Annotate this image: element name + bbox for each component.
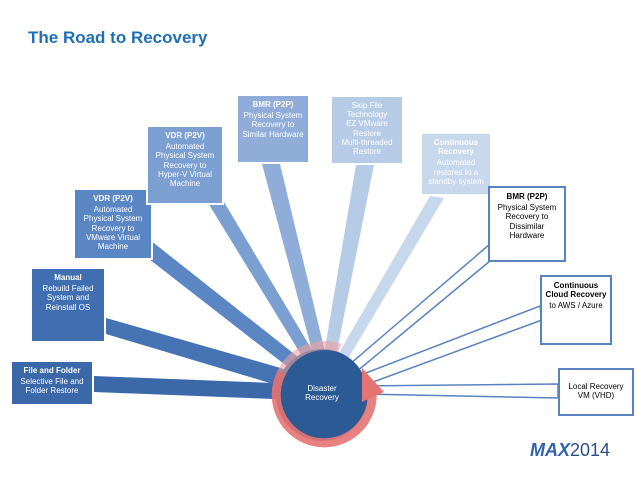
recovery-arrow-icon (271, 369, 377, 448)
box-bmr-similar: BMR (P2P) Physical System Recovery to Si… (236, 94, 310, 164)
ray-3 (140, 240, 312, 378)
box-file-and-folder: File and Folder Selective File and Folde… (10, 360, 94, 406)
ray-5 (262, 164, 326, 358)
ray-10 (361, 383, 559, 399)
box-skip-file: Skip File Technology EZ VMware Restore M… (330, 95, 404, 165)
box-continuous-cloud: Continuous Cloud Recovery to AWS / Azure (540, 275, 612, 345)
box-continuous-recovery: Continuous Recovery Automated restores t… (420, 132, 492, 196)
box-vdr-vmware: VDR (P2V) Automated Physical System Reco… (73, 188, 153, 260)
box-vdr-hyperv: VDR (P2V) Automated Physical System Reco… (146, 125, 224, 205)
box-manual: Manual Rebuild Failed System and Reinsta… (30, 267, 106, 343)
ray-1 (94, 376, 300, 400)
box-bmr-dissimilar: BMR (P2P) Physical System Recovery to Di… (488, 186, 566, 262)
ray-2 (106, 318, 305, 392)
arrow-head-icon (362, 368, 384, 402)
center-circle (276, 349, 368, 441)
ray-7 (336, 196, 444, 362)
box-local-recovery: Local Recovery VM (VHD) (558, 368, 634, 416)
ray-6 (324, 165, 374, 356)
center-label: Disaster Recovery (305, 384, 339, 402)
ray-4 (205, 192, 318, 366)
max-2014-logo: MAX2014 (530, 440, 611, 460)
slide-title: The Road to Recovery (28, 28, 208, 47)
